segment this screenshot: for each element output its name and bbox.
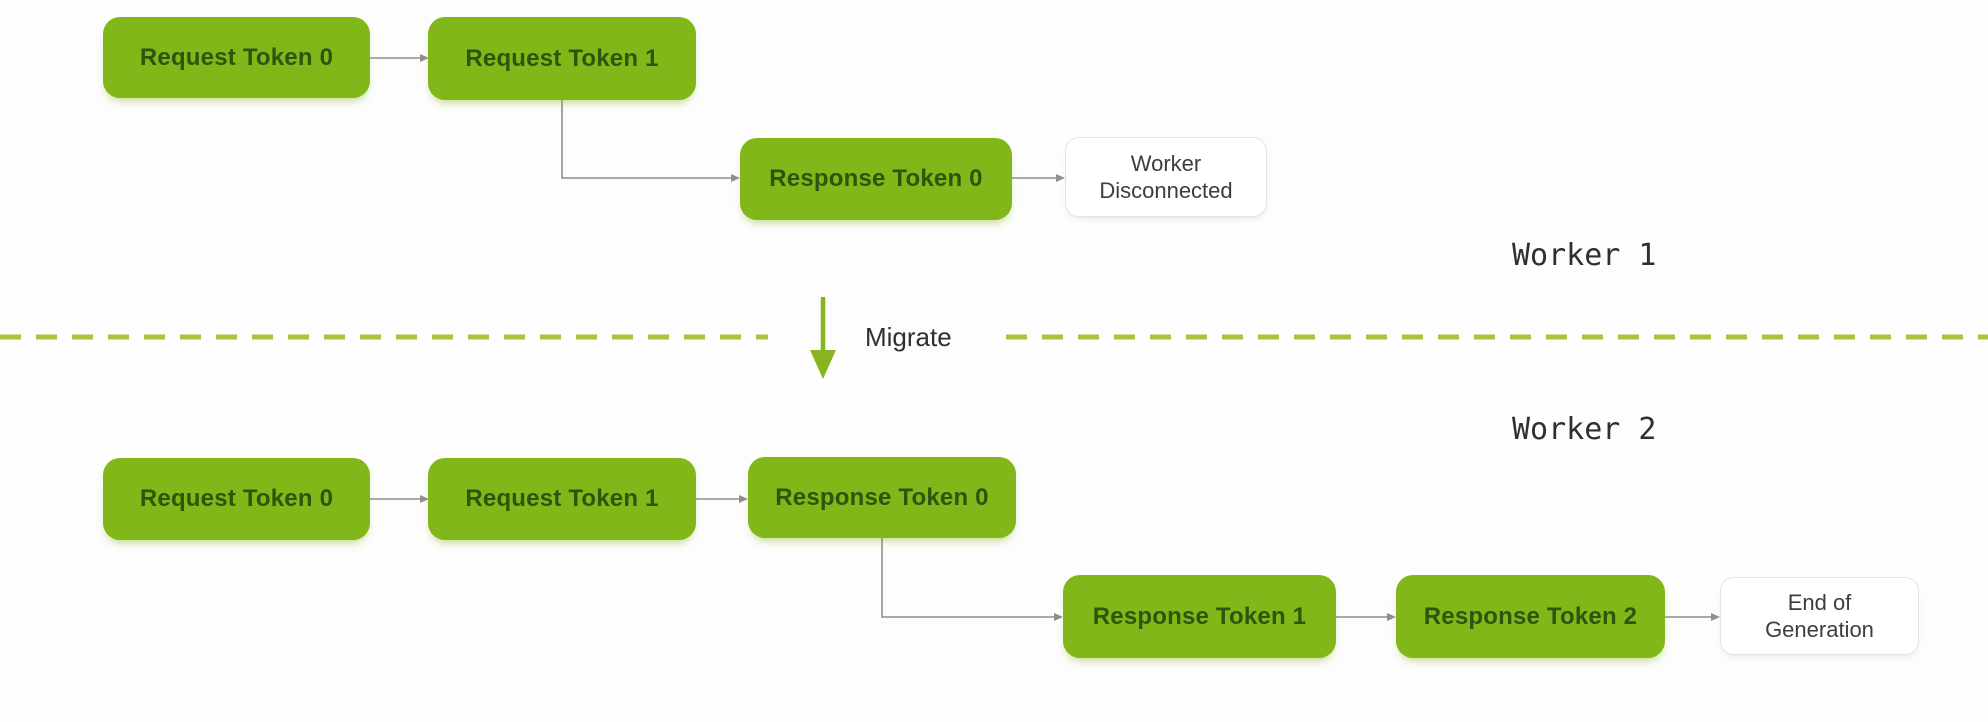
node-w2-request-token-0: Request Token 0 [103, 458, 370, 540]
node-w2-response-token-0: Response Token 0 [748, 457, 1016, 538]
migrate-label: Migrate [865, 322, 952, 352]
connector-w1-req1-resp0-elbow [561, 100, 732, 179]
worker-disconnected-line1: Worker [1130, 150, 1202, 176]
node-w2-response-token-1: Response Token 1 [1063, 575, 1336, 658]
end-of-generation-line2: Generation [1765, 617, 1874, 642]
arrowhead-w2-resp1-resp2 [1387, 613, 1396, 621]
arrowhead-w1-req0-req1 [420, 54, 429, 62]
node-w2-request-token-1: Request Token 1 [428, 458, 696, 540]
connector-w2-resp0-resp1-elbow [881, 538, 1055, 618]
node-w1-request-token-0: Request Token 0 [103, 17, 370, 98]
arrowhead-w1-req1-resp0 [731, 174, 740, 182]
worker-1-label: Worker 1 [1512, 238, 1657, 273]
node-w2-response-token-2: Response Token 2 [1396, 575, 1665, 658]
node-w1-request-token-1: Request Token 1 [428, 17, 696, 100]
node-w1-response-token-0: Response Token 0 [740, 138, 1012, 220]
node-end-of-generation: End of Generation [1720, 577, 1919, 655]
arrowhead-w2-req1-resp0 [739, 495, 748, 503]
node-worker-disconnected: Worker Disconnected [1065, 137, 1267, 217]
arrowhead-w2-resp2-end [1711, 613, 1720, 621]
migrate-arrow-head [810, 350, 836, 379]
worker-disconnected-line2: Disconnected [1099, 178, 1233, 203]
arrowhead-w1-resp0-disconnected [1056, 174, 1065, 182]
worker-2-label: Worker 2 [1512, 412, 1657, 447]
arrowhead-w2-req0-req1 [420, 495, 429, 503]
arrowhead-w2-resp0-resp1 [1054, 613, 1063, 621]
end-of-generation-line1: End of [1787, 589, 1852, 615]
